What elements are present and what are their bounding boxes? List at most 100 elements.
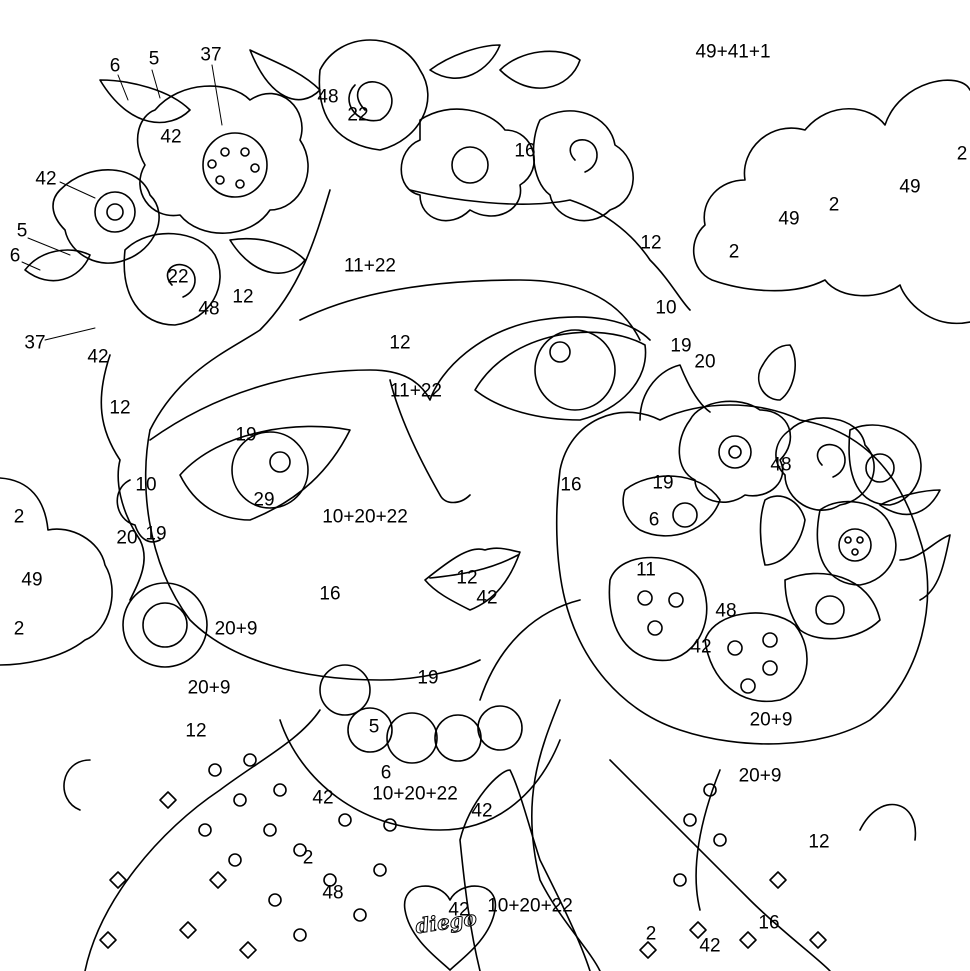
cat-flowers: [679, 345, 940, 585]
label: 16: [758, 912, 780, 934]
label: 48: [715, 600, 737, 622]
label: 42: [699, 935, 721, 957]
label: 12: [109, 397, 131, 419]
label: 5: [148, 48, 160, 70]
label: 6: [109, 55, 121, 77]
left-eye-shine: [270, 452, 290, 472]
label: 19: [670, 335, 692, 357]
cloud-left: [0, 478, 112, 665]
label: 10: [655, 297, 677, 319]
label: 12: [232, 286, 254, 308]
cat-head: [557, 405, 928, 744]
label: 42: [448, 899, 470, 921]
left-pupil: [232, 432, 308, 508]
label: 49: [899, 176, 921, 198]
label: 42: [476, 587, 498, 609]
label: 48: [770, 454, 792, 476]
label: 42: [35, 168, 57, 190]
label: 6: [648, 509, 660, 531]
label: 19: [652, 472, 674, 494]
label: 10+20+22: [487, 895, 573, 917]
hand: [460, 770, 590, 971]
label: 42: [87, 346, 109, 368]
cat-spots: [638, 591, 777, 693]
face-outline: [146, 430, 480, 680]
leader-lines: [22, 65, 222, 340]
label: 2: [13, 506, 25, 528]
heart-pendant: [405, 886, 496, 970]
hair-parting: [300, 280, 640, 340]
label: 48: [317, 86, 339, 108]
label: 10: [135, 474, 157, 496]
label: 2: [302, 847, 314, 869]
label: 20+9: [187, 677, 231, 699]
label: 16: [319, 583, 341, 605]
label: 20+9: [214, 618, 258, 640]
label: 42: [471, 800, 493, 822]
label: 19: [145, 523, 167, 545]
label: 2: [13, 618, 25, 640]
label: 37: [200, 44, 222, 66]
label: 6: [380, 762, 392, 784]
label: 42: [160, 126, 182, 148]
dress-pattern: [100, 754, 826, 958]
label: 12: [389, 332, 411, 354]
earring-top: [117, 480, 160, 542]
label: 22: [347, 104, 369, 126]
unibrow: [150, 317, 650, 440]
cat-cheek-right: [705, 613, 807, 701]
label: 16: [560, 474, 582, 496]
right-eye-shine: [550, 342, 570, 362]
label: 12: [456, 567, 478, 589]
lips: [425, 548, 520, 610]
label: 48: [198, 298, 220, 320]
label: 11+22: [344, 255, 396, 277]
label: 48: [322, 882, 344, 904]
label: 20+9: [738, 765, 782, 787]
label: 5: [368, 716, 380, 738]
label: 20: [694, 351, 716, 373]
label: 11+22: [390, 380, 442, 402]
label: 16: [514, 140, 536, 162]
label: 12: [808, 831, 830, 853]
label: 20+9: [749, 709, 793, 731]
label: 49: [21, 569, 43, 591]
flower-crown: [25, 40, 633, 325]
label: 49: [778, 208, 800, 230]
hair-outline: [101, 190, 690, 600]
right-pupil: [535, 330, 615, 410]
label: 5: [16, 220, 28, 242]
label: 6: [9, 245, 21, 267]
label: 49+41+1: [695, 41, 771, 63]
label: 12: [185, 720, 207, 742]
earring-ring-inner: [143, 603, 187, 647]
label: 2: [645, 923, 657, 945]
cat-body: [480, 600, 720, 971]
cat-pupil-left: [673, 503, 697, 527]
cloud-right: [694, 80, 970, 323]
cat-eye-left: [623, 476, 720, 536]
label: 42: [312, 787, 334, 809]
label: 37: [24, 332, 46, 354]
cat-cheek-left: [609, 558, 706, 661]
label: 19: [417, 667, 439, 689]
label: 10+20+22: [372, 783, 458, 805]
label: 2: [956, 143, 968, 165]
label: 2: [728, 241, 740, 263]
cat-pupil-right: [816, 596, 844, 624]
cat-ear-right: [900, 535, 950, 600]
label: 20: [116, 527, 138, 549]
label: 42: [690, 636, 712, 658]
earring-ring-outer: [123, 583, 207, 667]
label: 19: [235, 424, 257, 446]
label: 10+20+22: [322, 506, 408, 528]
label: 29: [253, 489, 275, 511]
label: 11: [636, 559, 656, 581]
left-eye: [180, 426, 350, 520]
cat-ear-left: [640, 365, 710, 420]
dress-outline: [64, 710, 915, 971]
right-eye: [475, 332, 646, 420]
nose: [390, 380, 470, 503]
